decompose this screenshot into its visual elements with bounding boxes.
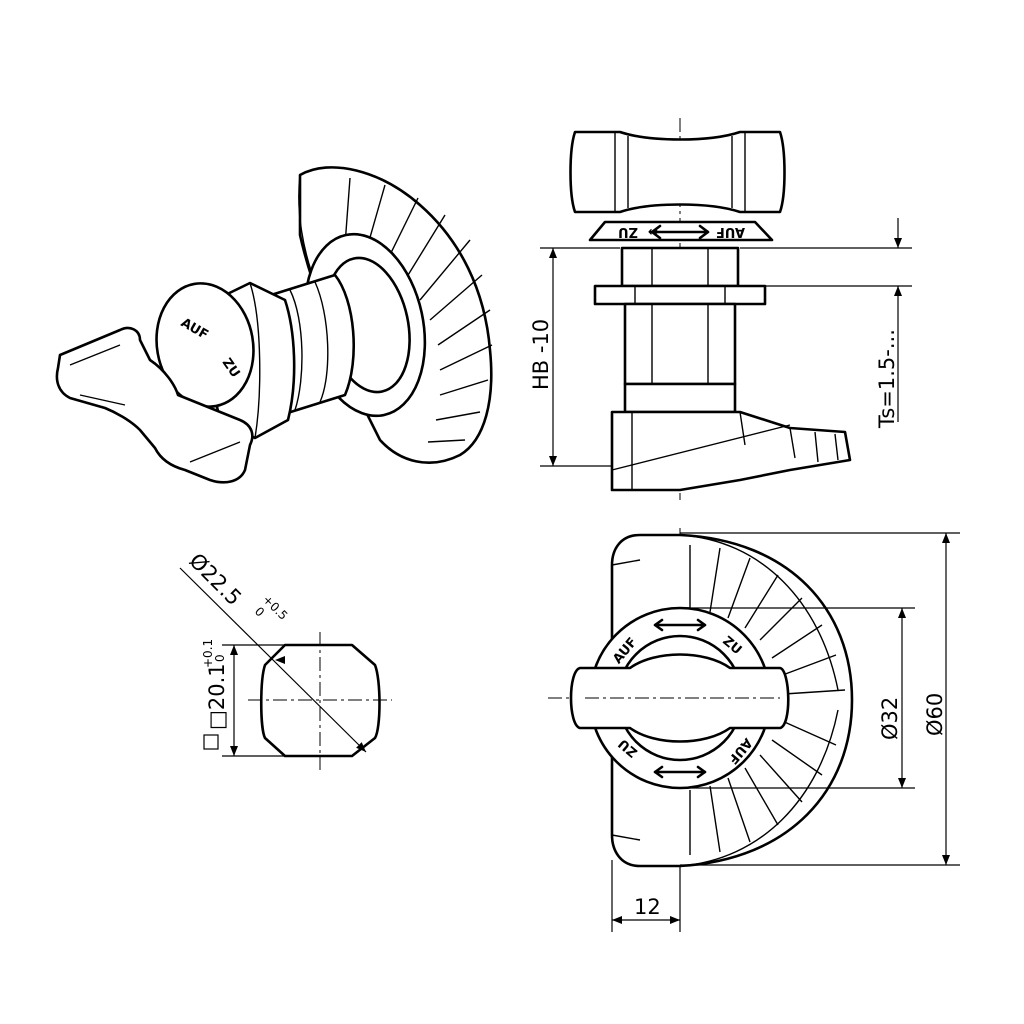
width-12-dimension: 12	[611, 860, 681, 932]
side-auf-label: AUF	[716, 224, 745, 239]
diag-label: Ø22.5	[184, 549, 246, 611]
d32-label: Ø32	[878, 697, 902, 740]
d32-dimension: Ø32	[680, 607, 915, 789]
square-tol-upper: +0.1	[201, 639, 215, 668]
width-12-label: 12	[634, 895, 661, 919]
hb-dimension: HB -10	[529, 247, 620, 467]
square-label: □20.1	[205, 663, 229, 730]
isometric-view: AUF ZU	[55, 166, 493, 484]
hb-label: HB -10	[529, 319, 553, 390]
side-lower-body	[623, 302, 737, 386]
square-tol-lower: 0	[213, 654, 227, 662]
ts-dimension: Ts=1.5-...	[740, 218, 912, 429]
d60-dimension: Ø60	[680, 532, 960, 866]
front-view: AUF ZU ZU AUF Ø32 Ø60 12	[548, 528, 960, 932]
side-cam	[610, 410, 852, 492]
ts-label: Ts=1.5-...	[875, 329, 899, 429]
d60-label: Ø60	[923, 693, 947, 736]
side-handle	[569, 130, 786, 214]
iso-direction-ring: AUF ZU	[155, 282, 255, 408]
square-dimension: □20.1 +0.1 0	[201, 639, 285, 757]
cutout-view: Ø22.5 +0.5 0 □20.1 +0.1 0	[179, 549, 392, 770]
iso-wing-handle	[55, 326, 254, 484]
side-zu-label: ZU	[618, 224, 638, 239]
side-nut	[593, 284, 767, 306]
diag-tol-lower: 0	[252, 604, 267, 619]
side-upper-body	[620, 246, 740, 288]
side-view: ZU ↔ AUF HB -10	[529, 118, 912, 500]
